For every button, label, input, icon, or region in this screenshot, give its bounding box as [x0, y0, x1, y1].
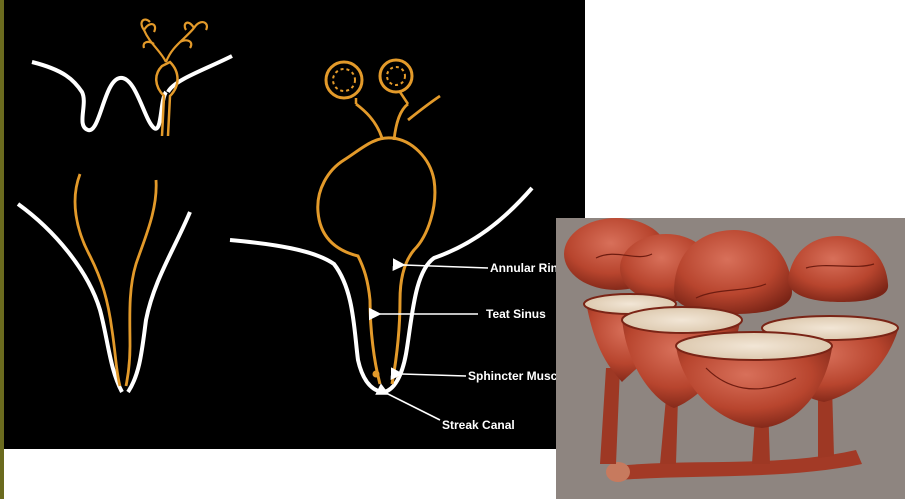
alveoli-cluster-illustration — [556, 218, 905, 499]
teat-left-drawing — [18, 174, 190, 392]
arrow-sphincter-muscle — [402, 374, 466, 376]
diagram-svg: Cistern Annular Ring Teat Sinus Sphincte… — [4, 0, 585, 449]
label-annular-ring: Annular Ring — [490, 261, 565, 275]
alveolus-right — [380, 60, 412, 92]
alveolus-left — [326, 62, 362, 98]
small-gland-drawing — [32, 20, 232, 136]
teat-right-skin-left — [230, 240, 382, 392]
cistern-ducts — [356, 96, 440, 140]
teat-right-skin-right — [384, 188, 532, 392]
teat-left-duct-left — [75, 174, 120, 386]
label-cistern: Cistern — [334, 195, 379, 210]
teat-right-drawing — [230, 60, 532, 392]
teat-left-skin-right — [128, 212, 190, 392]
teat-anatomy-diagram: Cistern Annular Ring Teat Sinus Sphincte… — [4, 0, 585, 449]
sphincter-dot-left — [373, 371, 380, 378]
sphincter-dot-right — [393, 371, 400, 378]
alveoli-illustration — [556, 218, 905, 499]
skin-outline-small — [32, 62, 166, 130]
cistern-outline — [318, 138, 435, 384]
small-duct-branches — [142, 20, 207, 62]
arrow-annular-ring — [404, 265, 488, 268]
label-teat-sinus: Teat Sinus — [486, 307, 546, 321]
label-sphincter-muscle: Sphincter Muscle — [468, 369, 568, 383]
arrow-streak-canal — [388, 394, 440, 420]
label-streak-canal: Streak Canal — [442, 418, 515, 432]
